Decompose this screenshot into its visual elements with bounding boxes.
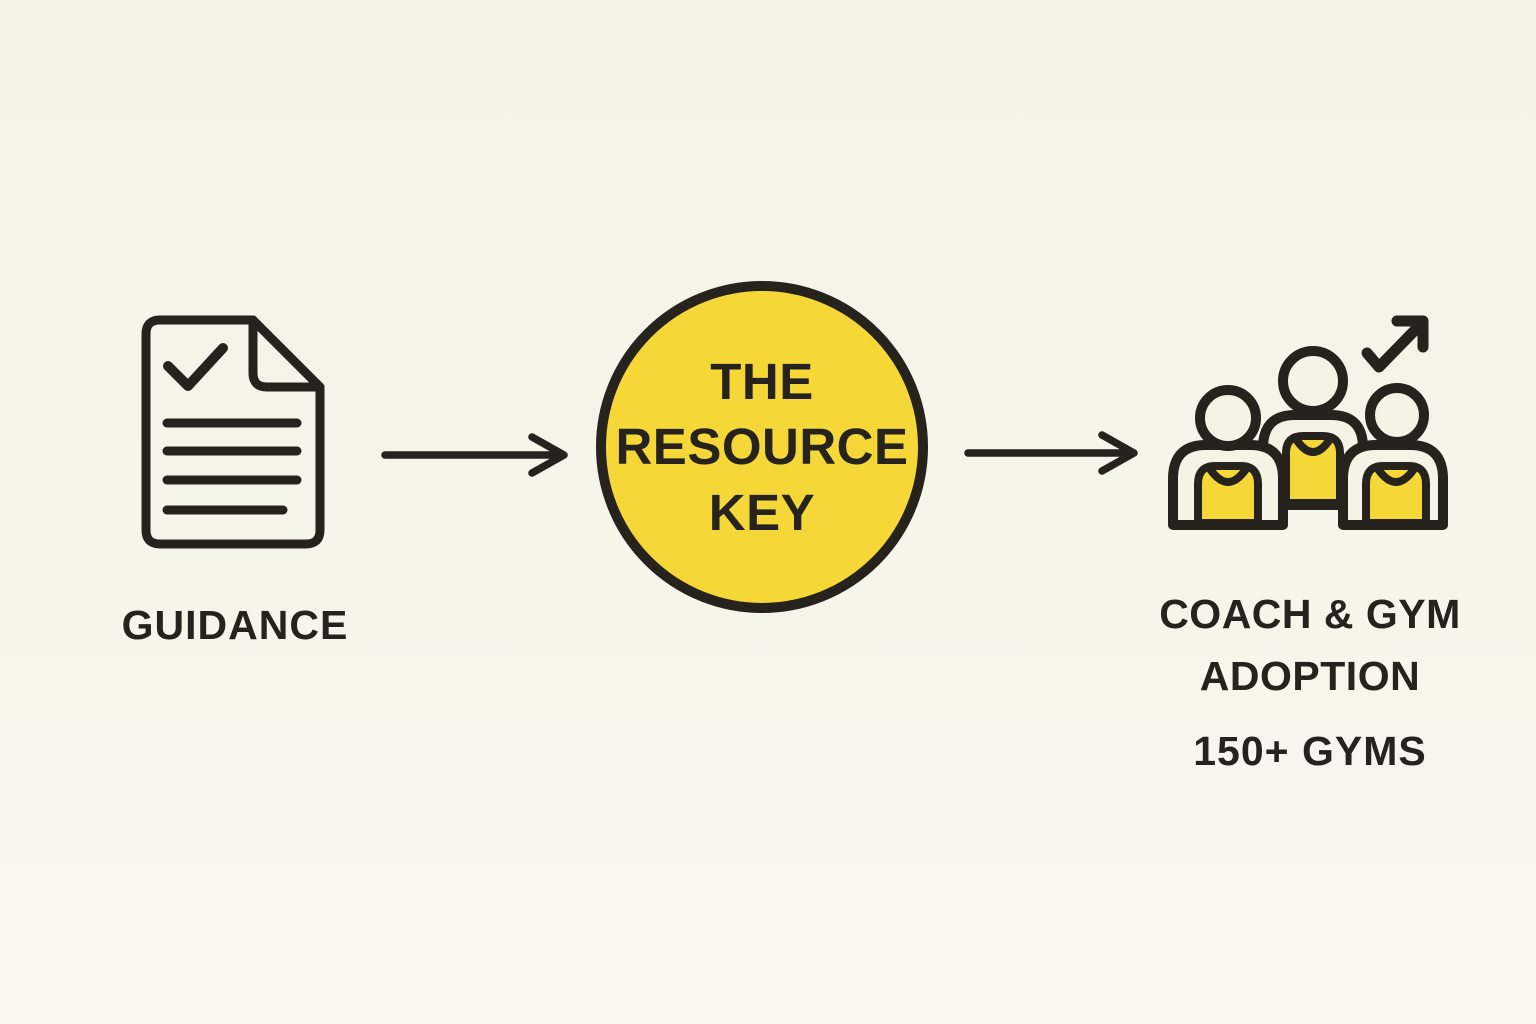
outcome-label: COACH & GYM ADOPTION 150+ GYMS (1080, 584, 1536, 783)
hub-label: THE RESOURCE KEY (615, 349, 908, 545)
hub-label-line-1: THE (710, 353, 814, 411)
outcome-title-line-1: COACH & GYM (1159, 591, 1461, 637)
person-left (1168, 385, 1288, 530)
flow-arrow-right (964, 431, 1138, 475)
trend-up-arrow-icon (1361, 315, 1429, 373)
guidance-label: GUIDANCE (121, 602, 349, 648)
person-right (1338, 383, 1448, 530)
flow-arrow-left (381, 433, 568, 477)
resource-key-hub: THE RESOURCE KEY (596, 281, 928, 613)
hub-label-line-3: KEY (708, 483, 816, 541)
hub-label-line-2: RESOURCE (615, 418, 909, 476)
checklist-document-icon (141, 315, 325, 549)
team-growth-icon (1168, 315, 1448, 530)
checkmark-icon (163, 343, 228, 391)
outcome-stat: 150+ GYMS (1193, 728, 1427, 774)
outcome-title-line-2: ADOPTION (1199, 652, 1421, 699)
